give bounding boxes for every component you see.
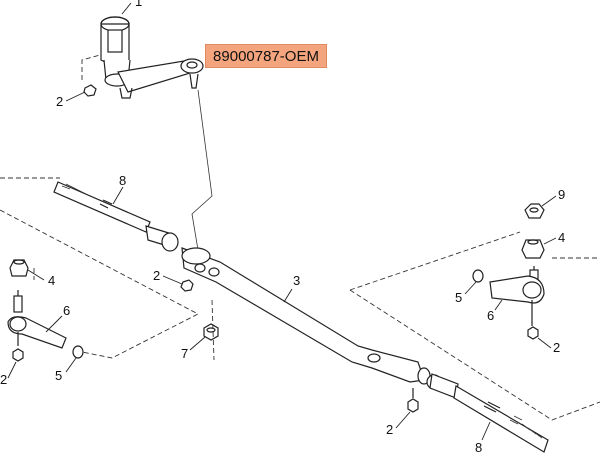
callout-8-upper-left: 8 (119, 173, 126, 188)
tie-rod-adjuster-right (426, 373, 549, 453)
callout-4-right: 4 (558, 230, 565, 245)
callout-2-center: 2 (153, 268, 160, 283)
callout-1-idler: 1 (135, 0, 142, 9)
relay-rod (181, 247, 431, 385)
callout-5-right: 5 (455, 290, 462, 305)
callout-7-nut: 7 (181, 346, 188, 361)
callout-2-left: 2 (0, 372, 7, 387)
idler-arm-assembly (83, 16, 204, 99)
outer-tie-rod-end-right (472, 203, 545, 340)
callout-8-lower-right: 8 (475, 440, 482, 455)
callout-4-left: 4 (48, 273, 55, 288)
callout-3-relay-rod: 3 (293, 273, 300, 288)
callout-9-right: 9 (558, 187, 565, 202)
callout-2-lower: 2 (386, 422, 393, 437)
callout-5-left: 5 (55, 368, 62, 383)
outer-tie-rod-end-left (7, 259, 84, 362)
callout-2-idler-nut: 2 (56, 94, 63, 109)
callout-2-right: 2 (553, 340, 560, 355)
tie-rod-adjuster-left (53, 181, 179, 252)
part-number-label: 89000787-OEM (205, 44, 327, 68)
callout-6-left: 6 (63, 303, 70, 318)
callout-6-right: 6 (487, 308, 494, 323)
